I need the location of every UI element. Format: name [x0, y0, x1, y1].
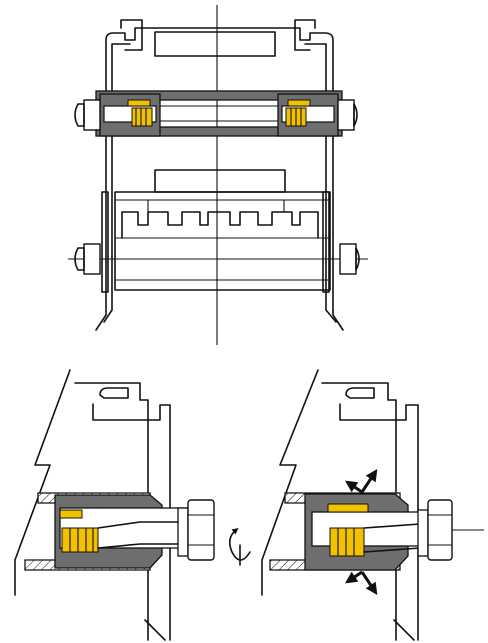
- yellow-nut-after: [329, 527, 365, 557]
- bolt-head-after: [427, 499, 453, 561]
- washer-before: [177, 507, 189, 557]
- bolt-head-before: [187, 499, 215, 561]
- expansion-arrow-icon: [345, 469, 378, 595]
- inner-frame: [103, 43, 337, 323]
- lower-right-bolt: [339, 243, 357, 275]
- comb-teeth: [121, 211, 319, 239]
- bracket-outer-right: [321, 382, 397, 641]
- outer-frame: [95, 27, 344, 331]
- right-side-bar: [322, 191, 330, 293]
- bracket-inner-right: [339, 403, 419, 641]
- top-plate: [154, 31, 276, 57]
- side-section-after: [261, 369, 484, 641]
- lower-housing: [114, 191, 331, 291]
- upper-rail-top: [95, 90, 343, 101]
- left-anchor: [74, 93, 161, 137]
- side-section-before: [14, 369, 251, 641]
- upper-rail-bottom: [95, 126, 343, 137]
- yellow-nut-before: [61, 527, 99, 553]
- front-view: [68, 5, 368, 345]
- left-side-bar: [101, 191, 109, 293]
- rotation-arrow-icon: [228, 527, 251, 566]
- right-anchor: [277, 93, 358, 137]
- wall-outline-left: [14, 369, 71, 596]
- right-bolt-head: [337, 99, 355, 131]
- right-clip: [294, 19, 316, 51]
- left-bolt-head: [83, 99, 101, 131]
- left-yellow-nut: [131, 107, 153, 127]
- left-clip: [120, 19, 143, 51]
- bracket-inner-left: [92, 403, 171, 641]
- wall-outline-right: [261, 369, 319, 596]
- middle-plate: [154, 169, 286, 193]
- bracket-outer-left: [74, 382, 149, 641]
- washer-after: [417, 509, 429, 557]
- lower-left-bolt: [83, 243, 101, 275]
